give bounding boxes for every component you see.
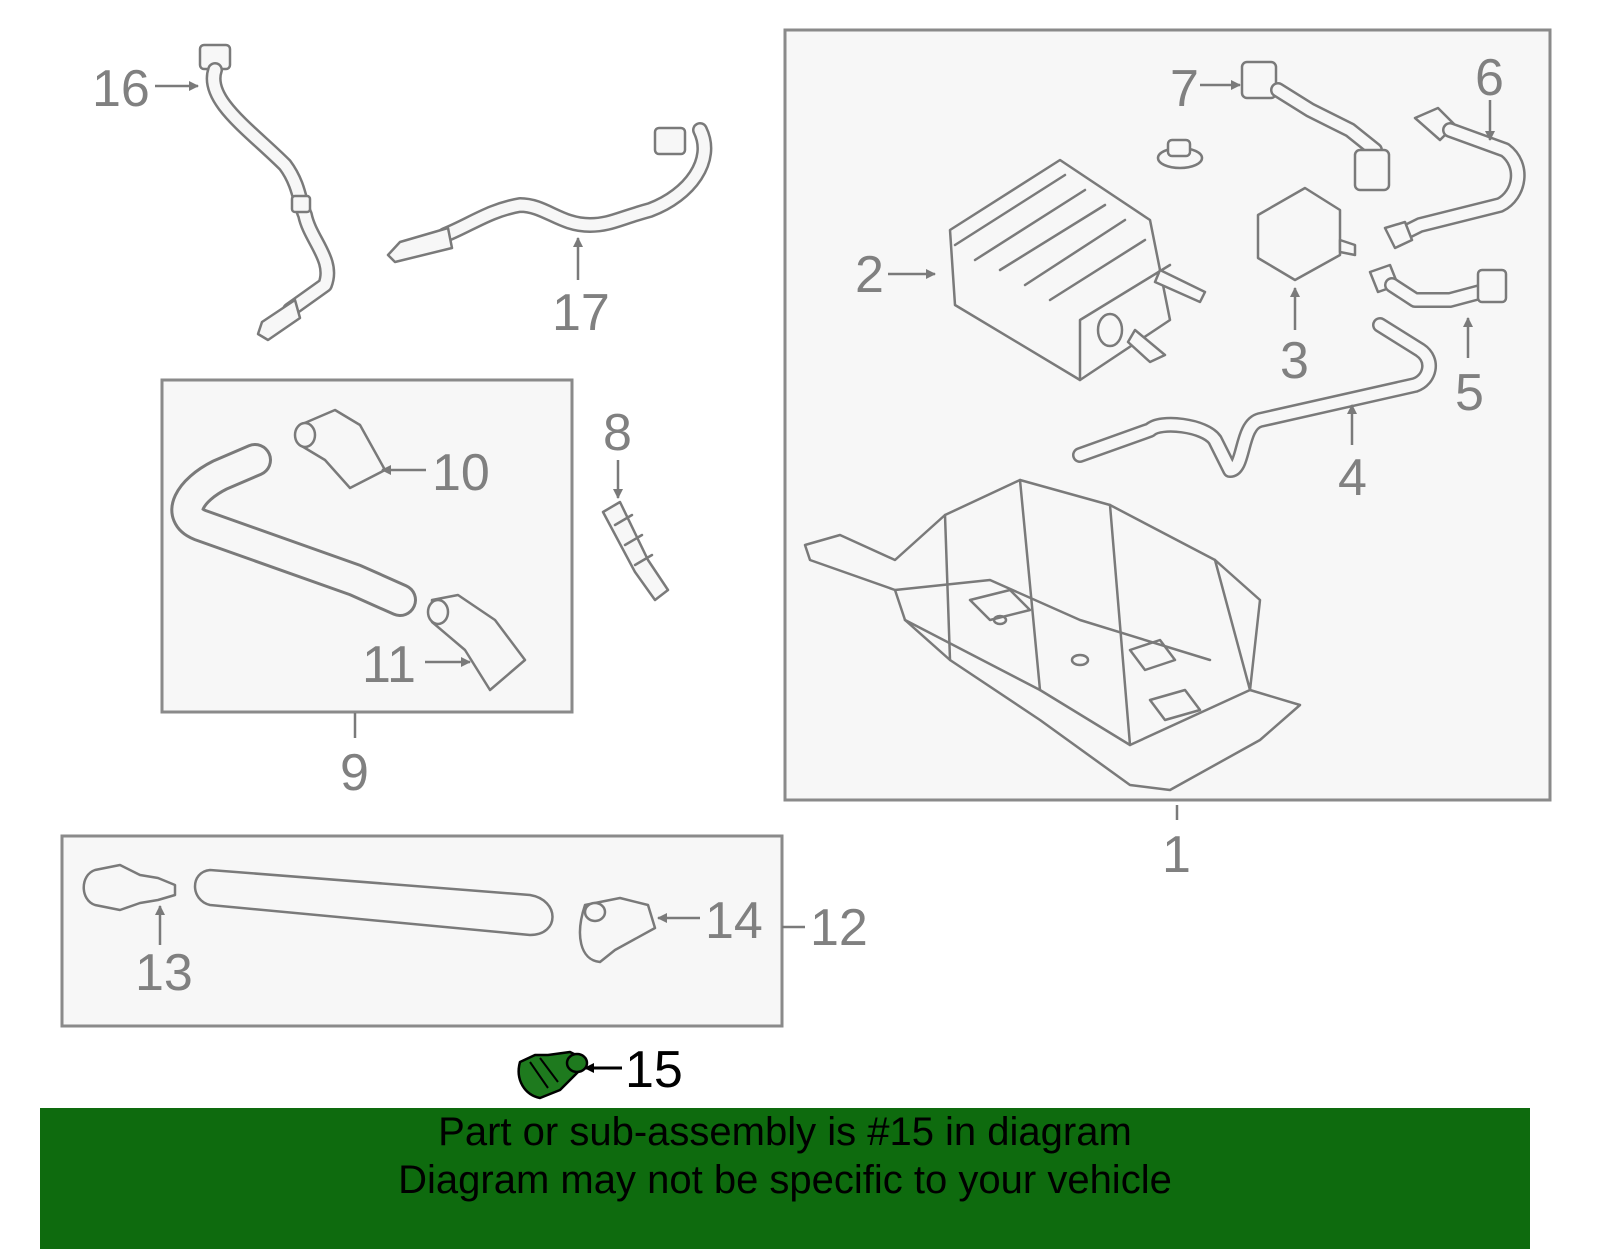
purge-valve-3[interactable] bbox=[1256, 186, 1357, 282]
callout-12: 12 bbox=[810, 899, 868, 957]
connector-14[interactable] bbox=[578, 896, 657, 964]
connector-15-highlighted[interactable] bbox=[517, 1050, 589, 1100]
harness-7[interactable] bbox=[1240, 60, 1391, 192]
banner-line-1: Part or sub-assembly is #15 in diagram bbox=[438, 1110, 1132, 1154]
callout-17: 17 bbox=[552, 284, 610, 342]
callout-4: 4 bbox=[1338, 449, 1367, 507]
callout-14: 14 bbox=[705, 892, 763, 950]
callout-6: 6 bbox=[1475, 49, 1504, 107]
info-banner: Part or sub-assembly is #15 in diagram D… bbox=[40, 1108, 1530, 1249]
callout-15: 15 bbox=[625, 1041, 683, 1099]
assembly-box-12 bbox=[60, 834, 784, 1028]
oxygen-sensor-16[interactable] bbox=[198, 43, 336, 342]
grommet bbox=[1156, 138, 1204, 170]
connector-13[interactable] bbox=[82, 863, 177, 912]
connector-11[interactable] bbox=[426, 593, 527, 692]
hose-12[interactable] bbox=[193, 868, 554, 937]
banner-line-2: Diagram may not be specific to your vehi… bbox=[398, 1158, 1172, 1202]
oxygen-sensor-17[interactable] bbox=[386, 122, 713, 264]
callout-10: 10 bbox=[432, 444, 490, 502]
callout-2: 2 bbox=[855, 246, 884, 304]
hose-5[interactable] bbox=[1368, 263, 1508, 308]
hose-assembly-9[interactable] bbox=[170, 443, 417, 617]
hose-6[interactable] bbox=[1383, 106, 1526, 250]
callout-13: 13 bbox=[135, 944, 193, 1002]
canister-tray[interactable] bbox=[803, 478, 1302, 792]
connector-10[interactable] bbox=[293, 408, 387, 490]
callout-16: 16 bbox=[92, 60, 150, 118]
connector-8[interactable] bbox=[601, 500, 670, 602]
callout-11: 11 bbox=[362, 636, 416, 694]
callout-1: 1 bbox=[1162, 826, 1191, 884]
callout-8: 8 bbox=[603, 404, 632, 462]
callout-3: 3 bbox=[1280, 332, 1309, 390]
callout-9: 9 bbox=[340, 744, 369, 802]
callout-7: 7 bbox=[1170, 60, 1199, 118]
vapor-canister-2[interactable] bbox=[948, 158, 1207, 382]
tube-4[interactable] bbox=[1072, 317, 1437, 478]
callout-5: 5 bbox=[1455, 364, 1484, 422]
